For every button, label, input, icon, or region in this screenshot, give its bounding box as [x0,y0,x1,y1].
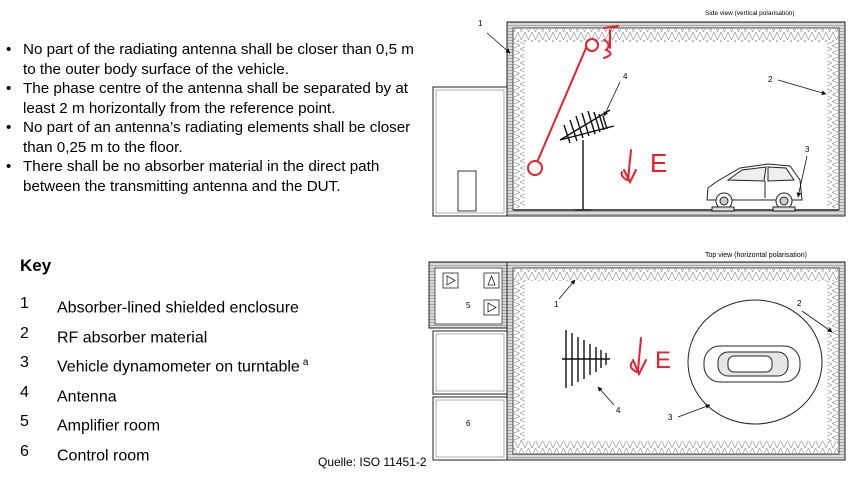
side-antenna [559,109,615,144]
top-label-3: 3 [668,413,673,422]
requirement-text: No part of the radiating antenna shall b… [23,41,414,78]
top-label-5: 5 [466,301,471,310]
side-label-4: 4 [623,72,628,81]
side-view-diagram: Side view (vertical polarisation) [432,10,846,217]
turntable [687,299,823,425]
top-control-room-inner [435,399,505,458]
requirement-item: • There shall be no absorber material in … [5,157,415,196]
side-room-inner-wall [435,89,505,214]
top-leader-4 [597,386,615,406]
side-leader-3 [796,155,808,198]
side-label-1: 1 [478,19,483,28]
requirements-list: • No part of the radiating antenna shall … [5,40,415,196]
key-number: 5 [20,413,29,431]
top-field-label: E [655,347,671,374]
key-number: 1 [20,295,29,312]
side-view-title: Side view (vertical polarisation) [705,10,795,17]
top-side-room-upper-inner [435,333,505,392]
bullet-marker: • [6,119,12,136]
top-side-room-upper [432,330,508,395]
requirement-text: There shall be no absorber material in t… [23,158,380,195]
top-label-4: 4 [616,406,621,415]
side-leader-2 [777,79,827,96]
side-label-3: 3 [805,145,810,154]
bullet-marker: • [6,158,12,175]
side-leader-4 [603,81,621,117]
amplifier-rack [442,272,500,316]
side-field-label: E [650,148,667,178]
top-control-room [432,396,508,461]
side-leader-1 [486,32,511,54]
key-title: Key [20,256,52,275]
top-view-diagram: Top view (horizontal polarisation) [428,252,846,461]
top-view-title: Top view (horizontal polarisation) [705,252,807,259]
requirement-text: No part of an antenna’s radiating elemen… [23,119,411,156]
key-number: 2 [20,324,29,342]
side-amplifier-room [432,86,508,217]
top-absorber-north [513,268,839,281]
key-label: Absorber-lined shielded enclosure [57,299,299,317]
key-label: RF absorber material [57,328,208,346]
bullet-marker: • [6,80,12,97]
requirement-item: • The phase centre of the antenna shall b… [5,79,415,118]
key-number: 4 [20,383,29,401]
side-vehicle [706,163,803,212]
side-red-annotation [527,25,637,185]
top-red-annotation [629,337,647,377]
top-antenna [562,330,610,388]
side-absorber-right [827,42,839,208]
top-leader-1 [558,279,576,300]
key-label: Antenna [57,388,117,406]
side-absorber-ceiling [513,28,839,42]
top-absorber-south [513,441,839,454]
key-number: 3 [20,354,29,372]
top-leader-2 [801,310,833,333]
top-leader-3 [677,404,711,418]
side-label-2: 2 [768,75,773,84]
top-label-1: 1 [554,300,559,309]
key-label: Amplifier room [57,417,161,435]
requirement-text: The phase centre of the antenna shall be… [23,80,409,117]
side-room-door [457,170,477,212]
top-label-6: 6 [466,419,471,428]
requirement-item: • No part of the radiating antenna shall … [5,40,415,79]
top-vehicle [703,345,801,383]
requirement-item: • No part of an antenna’s radiating eleme… [5,118,415,157]
side-absorber-left [513,42,525,208]
source-citation: Quelle: ISO 11451-2 [318,455,427,469]
key-number: 6 [20,442,29,460]
bullet-marker: • [6,41,12,58]
top-label-2: 2 [797,299,802,308]
top-absorber-east [827,281,839,441]
key-label: Control room [57,447,150,465]
top-absorber-west [513,281,525,441]
